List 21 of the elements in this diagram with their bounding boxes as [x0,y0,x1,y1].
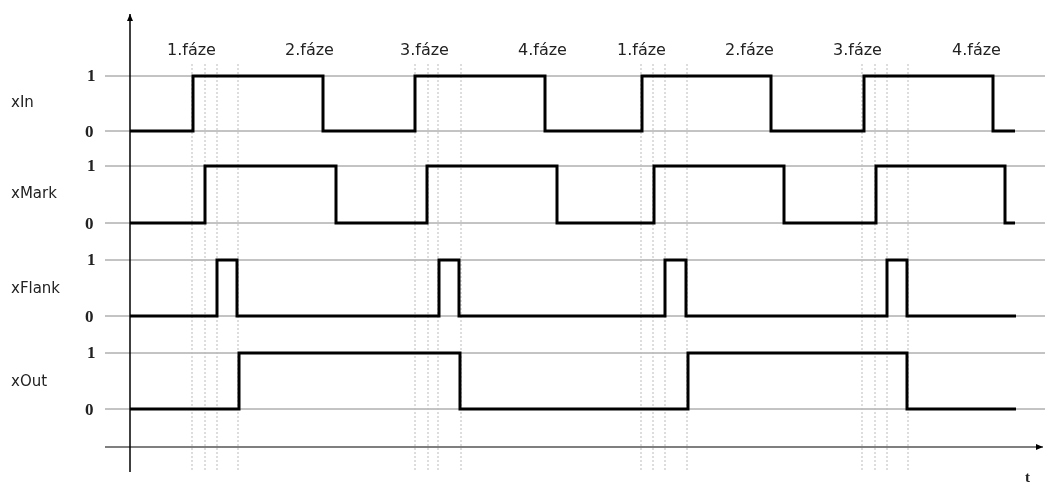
level-label: 1 [87,251,96,268]
phase-label: 3.fáze [833,42,882,58]
phase-label: 4.fáze [518,42,567,58]
signal-name: xFlank [11,281,61,296]
signal-name: xMark [11,186,57,201]
phase-label: 3.fáze [400,42,449,58]
level-label: 0 [85,308,94,325]
phase-label: 1.fáze [617,42,666,58]
level-label: 0 [85,215,94,232]
level-label: 1 [87,344,96,361]
phase-label: 2.fáze [725,42,774,58]
level-label: 1 [87,67,96,84]
phase-label: 2.fáze [285,42,334,58]
level-label: 0 [85,401,94,418]
phase-label: 4.fáze [952,42,1001,58]
level-label: 0 [85,123,94,140]
signal-name: xOut [11,374,48,389]
phase-label: 1.fáze [167,42,216,58]
axis-label: t [1025,470,1030,485]
level-label: 1 [87,157,96,174]
signal-name: xIn [11,95,34,110]
